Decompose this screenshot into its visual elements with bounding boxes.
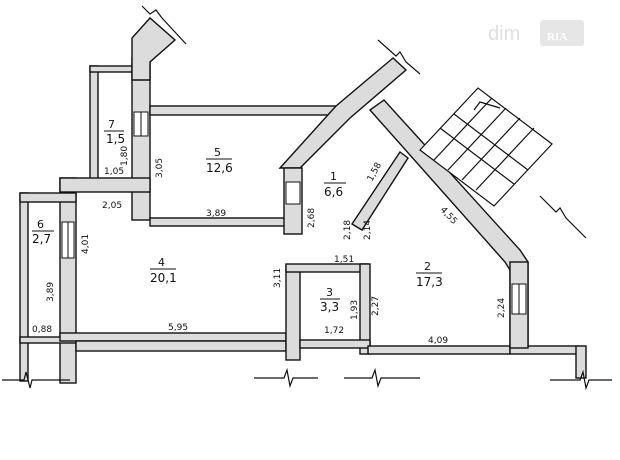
dim-r5-width: 3,89 [206, 209, 226, 219]
dim-r4-right: 3,11 [273, 268, 283, 288]
wall-r7-bottom [59, 177, 151, 193]
dim-r4-width: 5,95 [168, 323, 188, 333]
room-4-area: 20,1 [150, 271, 177, 285]
dim-r7-width: 1,05 [104, 167, 124, 177]
wall-left-inner [59, 177, 77, 384]
dim-r2-diag: 4,55 [438, 205, 459, 226]
room-6-number: 6 [37, 218, 44, 231]
watermark-badge-bg [540, 20, 584, 46]
room-4-number: 4 [158, 256, 165, 269]
watermark-badge: RIA [547, 31, 567, 43]
wall-left-outer [19, 192, 29, 382]
room-5-area: 12,6 [206, 161, 233, 175]
wall-r4-bottom-outer [75, 340, 287, 352]
dim-r7-height: 1,80 [120, 146, 130, 166]
room-1-number: 1 [330, 170, 337, 183]
wall-r4-bottom [59, 332, 287, 342]
watermark-brand: dim [488, 23, 520, 45]
wall-r2-bottom [367, 345, 511, 355]
dim-r2-right: 2,24 [497, 298, 507, 318]
wall-r6-top [19, 192, 77, 203]
dim-r1-left: 2,68 [307, 208, 317, 228]
wall-r3-left [285, 265, 301, 361]
wall-r5-top [149, 105, 337, 116]
wall-r3-bottom [299, 339, 371, 349]
stairs-arrow [473, 101, 501, 111]
room-6-area: 2,7 [32, 232, 51, 246]
room-7-area: 1,5 [106, 132, 125, 146]
windows [61, 111, 527, 315]
room-7-number: 7 [108, 118, 115, 131]
wall-r7-r5 [131, 57, 151, 221]
window-r1 [285, 181, 301, 205]
wall-r3-top [285, 263, 369, 273]
wall-r7-left [89, 65, 99, 181]
room-1-area: 6,6 [324, 185, 343, 199]
dim-r2-width: 4,09 [428, 336, 448, 346]
dim-r1-a: 2,18 [343, 220, 353, 240]
wall-r5-r4 [149, 217, 287, 227]
room-5-number: 5 [214, 146, 221, 159]
dim-r4-height: 4,01 [81, 234, 91, 254]
wall-shaft-top [131, 17, 177, 81]
dim-r1-b: 2,14 [363, 220, 373, 240]
walls [19, 17, 587, 384]
room-labels: 7 1,5 5 12,6 1 6,6 6 2,7 4 20,1 2 17,3 3… [32, 118, 443, 314]
watermark: dim RIA [488, 20, 584, 46]
room-2-number: 2 [424, 260, 431, 273]
wall-r2-inner [351, 150, 409, 231]
wall-r3-right [359, 263, 371, 355]
stairs-outline [419, 87, 553, 207]
dim-r2-left: 2,27 [371, 296, 381, 316]
dim-r3-height: 1,93 [350, 300, 360, 320]
stairs [419, 87, 553, 207]
break-lines [2, 5, 612, 391]
wall-r7-top [89, 65, 139, 73]
dim-r6-width: 0,88 [32, 325, 52, 335]
room-3-number: 3 [326, 286, 333, 299]
dim-r3-top: 1,51 [334, 255, 354, 265]
room-3-area: 3,3 [320, 300, 339, 314]
dim-r4-top: 2,05 [102, 201, 122, 211]
wall-bottom-right-post [575, 345, 587, 379]
dim-r3-width: 1,72 [324, 326, 344, 336]
dim-r5-height: 3,05 [155, 158, 165, 178]
dim-r6-height: 3,89 [46, 282, 56, 302]
room-2-area: 17,3 [416, 275, 443, 289]
